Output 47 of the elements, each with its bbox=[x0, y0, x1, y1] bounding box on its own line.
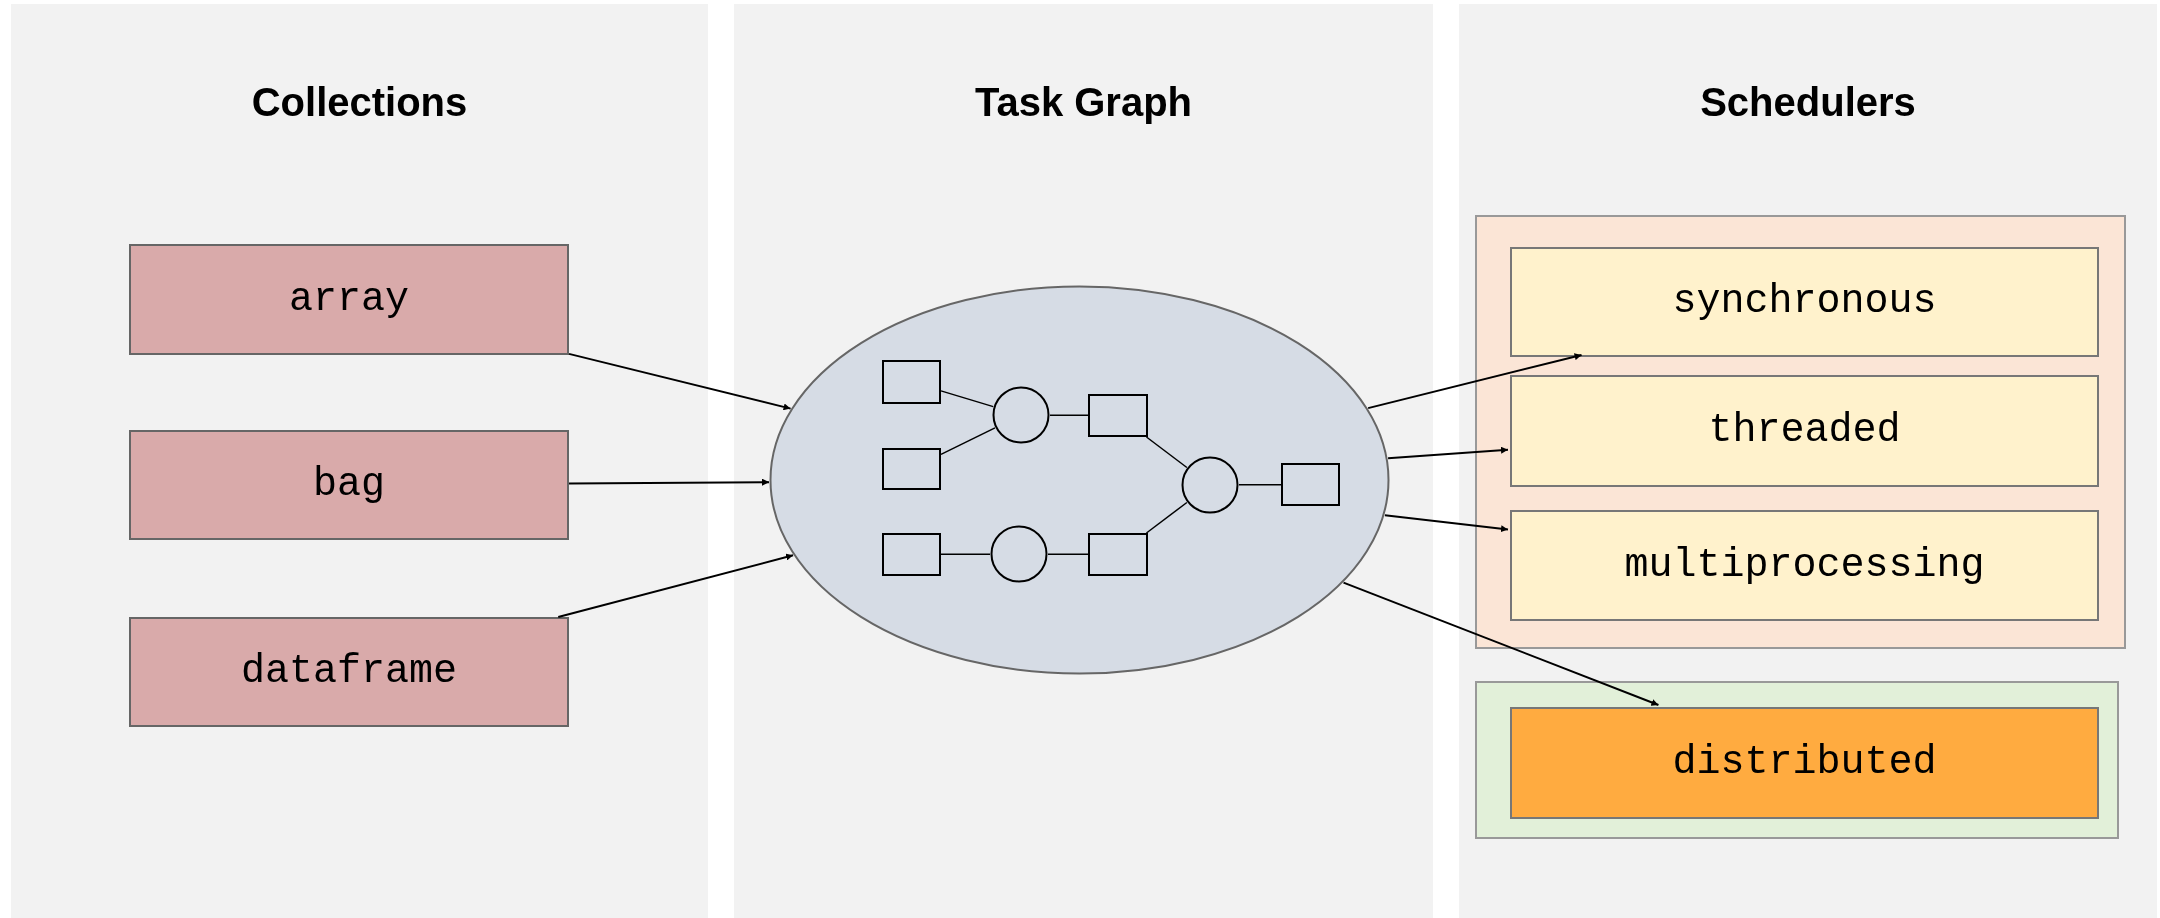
connector-line bbox=[1047, 553, 1089, 556]
arrow bbox=[1387, 446, 1509, 460]
connector-line bbox=[1238, 483, 1282, 486]
box-label: dataframe bbox=[240, 652, 457, 692]
arrow bbox=[1367, 353, 1583, 410]
arrow bbox=[1342, 581, 1660, 706]
graph-circle bbox=[990, 525, 1048, 583]
graph-square bbox=[1088, 394, 1148, 437]
graph-square bbox=[1281, 463, 1340, 506]
label-box bbox=[129, 244, 569, 355]
column-panel bbox=[11, 4, 708, 918]
label-box bbox=[1510, 510, 2099, 621]
label-box bbox=[1510, 247, 2099, 357]
graph-square bbox=[882, 533, 941, 576]
column-panel bbox=[1459, 4, 2157, 918]
graph-square bbox=[882, 360, 941, 404]
graph-circle bbox=[1181, 456, 1239, 514]
connector-line bbox=[940, 427, 996, 456]
arrow bbox=[557, 553, 795, 618]
column-panel bbox=[734, 4, 1433, 918]
task-graph-ellipse bbox=[769, 285, 1390, 675]
arrow bbox=[568, 478, 770, 486]
connector-line bbox=[940, 390, 994, 408]
box-label: multiprocessing bbox=[1624, 545, 1985, 586]
graph-square bbox=[1088, 533, 1148, 576]
label-box bbox=[129, 617, 569, 727]
connector-line bbox=[1145, 501, 1188, 534]
label-box bbox=[1510, 375, 2099, 487]
box-label: distributed bbox=[1672, 743, 1937, 783]
group-box bbox=[1475, 681, 2119, 839]
connector-line bbox=[1145, 436, 1188, 469]
arrow bbox=[1383, 514, 1509, 533]
box-label: bag bbox=[313, 465, 385, 505]
connector-line bbox=[940, 553, 991, 556]
connector-line bbox=[1049, 414, 1089, 417]
panel-heading: Collections bbox=[250, 82, 469, 122]
panel-heading: Schedulers bbox=[1699, 82, 1917, 122]
graph-circle bbox=[992, 386, 1050, 444]
box-label: threaded bbox=[1708, 411, 1901, 451]
panel-heading: Task Graph bbox=[973, 82, 1194, 122]
graph-square bbox=[882, 448, 941, 490]
arrow bbox=[568, 352, 792, 411]
box-label: synchronous bbox=[1672, 282, 1937, 322]
box-label: array bbox=[289, 279, 409, 320]
label-box bbox=[129, 430, 569, 540]
label-box bbox=[1510, 707, 2099, 819]
group-box bbox=[1475, 215, 2126, 649]
